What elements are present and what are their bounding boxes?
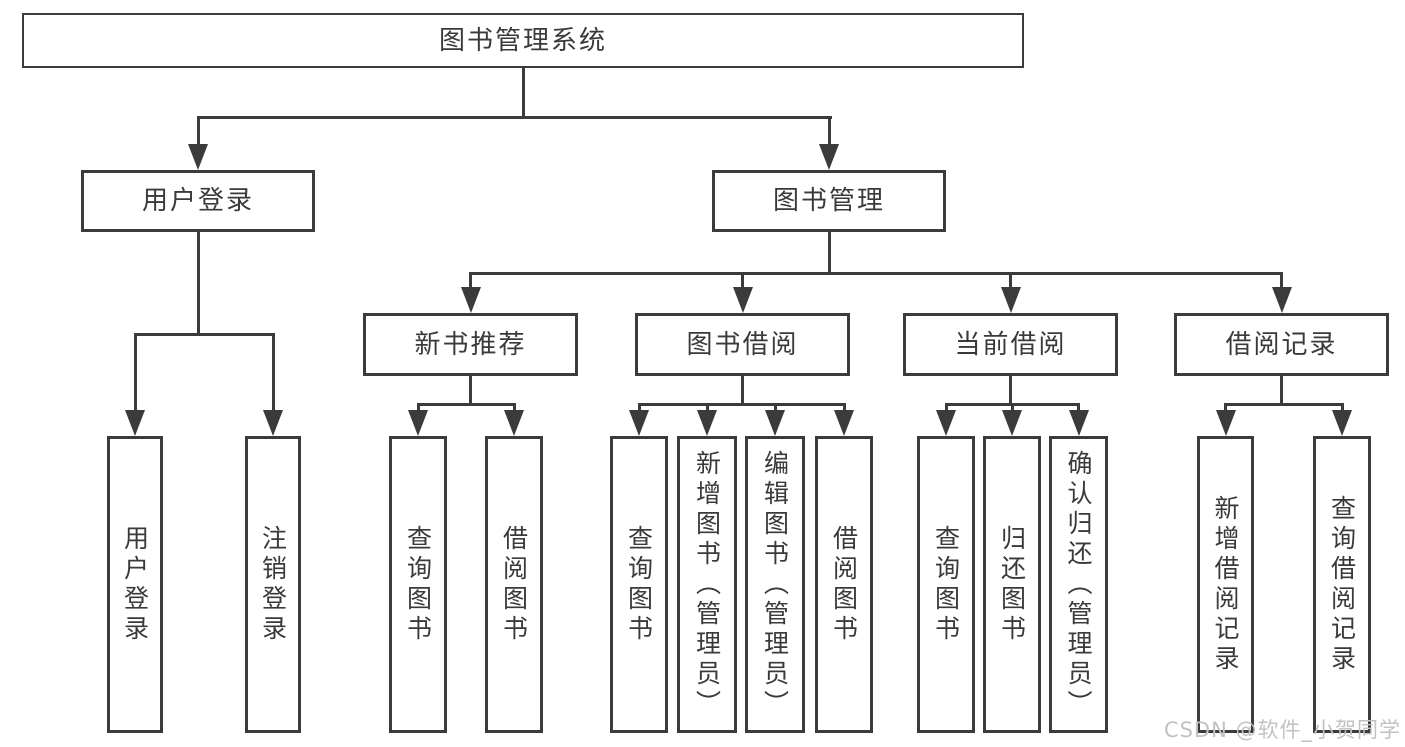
leaf-cb-confirm-return-admin: 确认归还（管理员） bbox=[1049, 436, 1108, 733]
arrowhead-l3-newbook bbox=[460, 287, 481, 313]
connector-leaf-nb1-stem bbox=[416, 403, 420, 413]
leaf-cb-return-books-label: 归还图书 bbox=[997, 524, 1027, 645]
leaf-cb-confirm-return-admin-label: 确认归还（管理员） bbox=[1064, 449, 1093, 720]
connector-leaf-bb2-stem bbox=[705, 403, 709, 413]
arrowhead-l3-borrow bbox=[732, 287, 753, 313]
connector-records-hline bbox=[1224, 403, 1344, 406]
connector-leaf-bb4-stem bbox=[842, 403, 846, 413]
node-book-borrow-label: 图书借阅 bbox=[686, 329, 799, 360]
connector-newbook-hline bbox=[416, 403, 516, 406]
arrowhead-leaf-bb4 bbox=[834, 410, 854, 436]
arrowhead-leaf-bb2 bbox=[697, 410, 717, 436]
connector-book-stem bbox=[827, 116, 831, 146]
node-borrow-records-label: 借阅记录 bbox=[1225, 329, 1338, 360]
node-root: 图书管理系统 bbox=[22, 13, 1024, 68]
connector-l3-current-stem bbox=[1009, 272, 1012, 290]
leaf-logout-label: 注销登录 bbox=[258, 524, 288, 645]
node-current-borrow: 当前借阅 bbox=[903, 313, 1118, 376]
leaf-cb-query-books: 查询图书 bbox=[917, 436, 975, 733]
connector-records-down bbox=[1280, 376, 1283, 405]
arrowhead-leaf-nb2 bbox=[504, 410, 524, 436]
leaf-user-login-label: 用户登录 bbox=[120, 524, 150, 645]
leaf-user-login: 用户登录 bbox=[107, 436, 163, 733]
connector-leaf-cb3-stem bbox=[1077, 403, 1080, 413]
connector-leaf-user2-stem bbox=[271, 333, 275, 412]
arrowhead-l3-records bbox=[1271, 287, 1292, 313]
node-book-management-label: 图书管理 bbox=[772, 186, 885, 216]
arrowhead-leaf-bb1 bbox=[629, 410, 649, 436]
connector-leaf-cb2-stem bbox=[1010, 403, 1014, 413]
connector-user-stem bbox=[196, 116, 200, 146]
leaf-nb-borrow-books-label: 借阅图书 bbox=[499, 524, 529, 645]
arrowhead-leaf-cb1 bbox=[936, 410, 956, 436]
connector-root-hline bbox=[196, 116, 832, 119]
connector-leaf-nb2-stem bbox=[512, 403, 516, 413]
connector-borrow-hline bbox=[637, 403, 846, 406]
leaf-nb-borrow-books: 借阅图书 bbox=[485, 436, 543, 733]
node-new-book-recommend-label: 新书推荐 bbox=[414, 329, 527, 360]
connector-userlogin-hline bbox=[133, 333, 275, 336]
connector-borrow-down bbox=[741, 376, 744, 405]
node-book-management: 图书管理 bbox=[712, 170, 946, 232]
connector-l3-borrow-stem bbox=[741, 272, 744, 290]
connector-userlogin-down bbox=[196, 232, 200, 334]
node-user-login: 用户登录 bbox=[81, 170, 315, 232]
leaf-br-add-record: 新增借阅记录 bbox=[1197, 436, 1254, 733]
arrowhead-leaf-user1 bbox=[125, 410, 145, 436]
connector-leaf-user1-stem bbox=[133, 333, 137, 412]
connector-leaf-br1-stem bbox=[1224, 403, 1227, 413]
connector-l3-newbook-stem bbox=[469, 272, 472, 290]
arrowhead-leaf-cb3 bbox=[1068, 410, 1089, 436]
connector-leaf-cb1-stem bbox=[944, 403, 948, 413]
leaf-logout: 注销登录 bbox=[245, 436, 301, 733]
connector-bookmgmt-hline bbox=[469, 272, 1283, 275]
leaf-br-query-record: 查询借阅记录 bbox=[1313, 436, 1371, 733]
connector-leaf-br2-stem bbox=[1340, 403, 1344, 413]
connector-root-stem bbox=[521, 68, 525, 118]
node-book-borrow: 图书借阅 bbox=[635, 313, 850, 376]
node-current-borrow-label: 当前借阅 bbox=[954, 329, 1067, 360]
arrowhead-l3-current bbox=[1000, 287, 1021, 313]
node-new-book-recommend: 新书推荐 bbox=[363, 313, 578, 376]
connector-leaf-bb1-stem bbox=[637, 403, 641, 413]
node-root-label: 图书管理系统 bbox=[438, 25, 607, 56]
leaf-bb-add-books-admin-label: 新增图书（管理员） bbox=[692, 449, 722, 720]
leaf-cb-return-books: 归还图书 bbox=[983, 436, 1041, 733]
arrowhead-leaf-nb1 bbox=[408, 410, 428, 436]
leaf-bb-edit-books-admin: 编辑图书（管理员） bbox=[745, 436, 805, 733]
leaf-nb-query-books: 查询图书 bbox=[389, 436, 447, 733]
connector-leaf-bb3-stem bbox=[773, 403, 777, 413]
leaf-cb-query-books-label: 查询图书 bbox=[931, 524, 961, 645]
connector-current-down bbox=[1009, 376, 1012, 405]
node-user-login-label: 用户登录 bbox=[141, 186, 254, 216]
connector-bookmgmt-down bbox=[827, 232, 831, 274]
arrowhead-book-management bbox=[819, 144, 839, 170]
leaf-bb-borrow-books: 借阅图书 bbox=[815, 436, 873, 733]
leaf-bb-add-books-admin: 新增图书（管理员） bbox=[677, 436, 737, 733]
arrowhead-leaf-br2 bbox=[1332, 410, 1352, 436]
leaf-br-query-record-label: 查询借阅记录 bbox=[1327, 494, 1357, 675]
connector-l3-records-stem bbox=[1280, 272, 1283, 290]
leaf-bb-edit-books-admin-label: 编辑图书（管理员） bbox=[760, 449, 790, 720]
leaf-nb-query-books-label: 查询图书 bbox=[403, 524, 433, 645]
arrowhead-leaf-br1 bbox=[1215, 410, 1236, 436]
arrowhead-leaf-bb3 bbox=[765, 410, 785, 436]
arrowhead-user-login bbox=[188, 144, 208, 170]
node-borrow-records: 借阅记录 bbox=[1174, 313, 1389, 376]
leaf-br-add-record-label: 新增借阅记录 bbox=[1211, 494, 1240, 675]
arrowhead-leaf-cb2 bbox=[1002, 410, 1022, 436]
leaf-bb-query-books-label: 查询图书 bbox=[624, 524, 654, 645]
arrowhead-leaf-user2 bbox=[263, 410, 283, 436]
connector-newbook-down bbox=[469, 376, 472, 405]
leaf-bb-query-books: 查询图书 bbox=[610, 436, 668, 733]
watermark: CSDN @软件_小贺同学 bbox=[1163, 718, 1401, 742]
leaf-bb-borrow-books-label: 借阅图书 bbox=[829, 524, 859, 645]
